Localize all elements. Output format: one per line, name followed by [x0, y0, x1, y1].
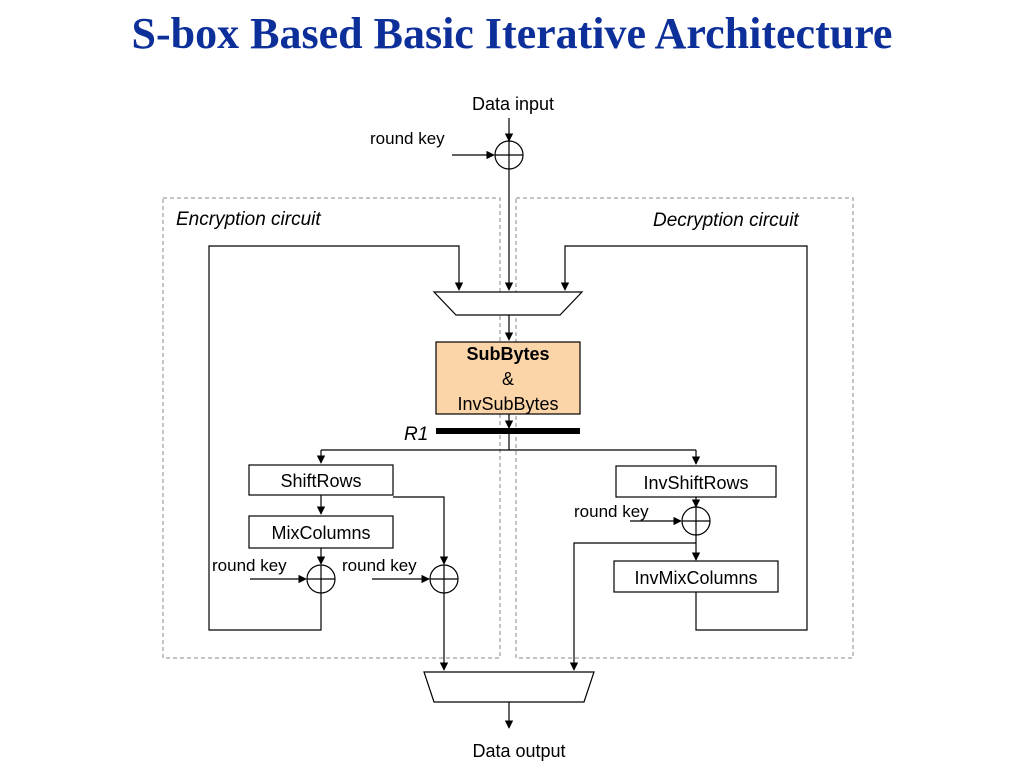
invshiftrows-label: InvShiftRows — [643, 473, 748, 493]
slide-title: S-box Based Basic Iterative Architecture — [131, 9, 893, 58]
mixcolumns-label: MixColumns — [271, 523, 370, 543]
invmixcolumns-box — [613, 560, 779, 593]
decryption-circuit-label: Decryption circuit — [653, 210, 799, 231]
register-r1-label: R1 — [404, 424, 428, 445]
decryption-region — [515, 197, 854, 659]
xor-input-icon — [494, 140, 524, 170]
data-output-label: Data output — [472, 741, 565, 761]
xor-encrypt-right-icon — [429, 564, 459, 594]
encryption-feedback-line — [208, 245, 464, 631]
invshiftrows-box — [615, 465, 777, 498]
shiftrows-bypass-line — [393, 496, 449, 565]
input-multiplexer — [432, 291, 584, 316]
xor-encrypt-left-icon — [306, 564, 336, 594]
round-key-label-dec: round key — [574, 502, 649, 521]
round-key-label-enc-right: round key — [342, 556, 417, 575]
subbytes-box — [435, 341, 581, 415]
round-key-label-enc-left: round key — [212, 556, 287, 575]
subbytes-ampersand: & — [502, 369, 514, 389]
invmixcolumns-label: InvMixColumns — [634, 568, 757, 588]
round-key-label-top: round key — [370, 129, 445, 148]
invsubbytes-label: InvSubBytes — [457, 394, 558, 414]
dec-to-output-mux-line — [569, 542, 696, 671]
encryption-circuit-label: Encryption circuit — [176, 209, 321, 230]
xor-decrypt-icon — [681, 506, 711, 536]
output-multiplexer — [423, 671, 595, 703]
register-r1 — [436, 428, 580, 434]
subbytes-label: SubBytes — [466, 344, 549, 364]
mixcolumns-box — [248, 515, 394, 549]
decryption-feedback-line — [560, 245, 808, 631]
data-input-label: Data input — [472, 94, 554, 114]
shiftrows-label: ShiftRows — [280, 471, 361, 491]
